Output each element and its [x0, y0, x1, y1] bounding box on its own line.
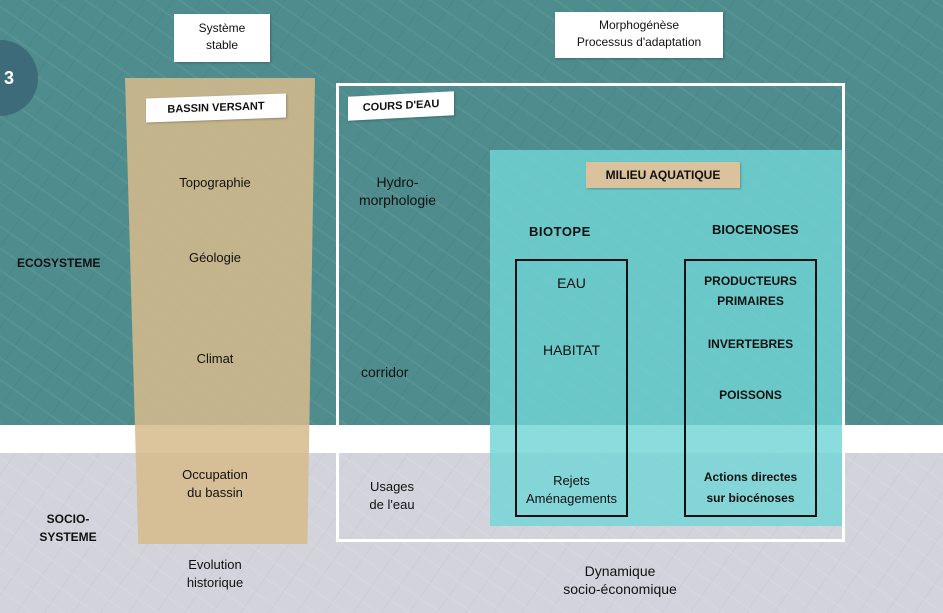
sociosysteme-line1: SOCIO-	[46, 512, 90, 526]
systeme-stable-box: Système stable	[174, 14, 270, 62]
corridor-label: corridor	[361, 364, 409, 380]
topographie-label: Topographie	[179, 175, 251, 190]
biocenoses-box	[684, 259, 817, 517]
morphogenese-line2: Processus d'adaptation	[576, 35, 702, 49]
actions-line1: Actions directes	[703, 470, 798, 484]
sociosysteme-line2: SYSTEME	[39, 530, 97, 544]
hydromorphologie-label: Hydro- morphologie	[350, 173, 445, 209]
geologie-label: Géologie	[188, 250, 242, 265]
biocenoses-title: BIOCENOSES	[712, 222, 799, 237]
biotope-title: BIOTOPE	[529, 224, 591, 239]
rejets-line1: Rejets	[553, 473, 590, 488]
sociosysteme-label: SOCIO- SYSTEME	[28, 510, 108, 546]
usages-eau-label: Usages de l'eau	[352, 478, 432, 514]
producteurs-line2: PRIMAIRES	[717, 294, 784, 308]
evolution-historique-label: Evolution historique	[150, 556, 280, 592]
rejets-line2: Aménagements	[525, 491, 618, 506]
biotope-box	[515, 259, 628, 517]
producteurs-line1: PRODUCTEURS	[704, 274, 797, 288]
occupation-line2: du bassin	[187, 485, 243, 500]
eau-label: EAU	[557, 275, 586, 291]
poissons-label: POISSONS	[719, 388, 782, 402]
bassin-versant-overlay	[125, 78, 315, 544]
invertebres-label: INVERTEBRES	[707, 337, 794, 351]
habitat-label: HABITAT	[542, 342, 601, 358]
usages-line2: de l'eau	[369, 497, 415, 512]
hydro-line2: morphologie	[358, 192, 437, 208]
occupation-line1: Occupation	[182, 467, 248, 482]
cours-eau-frame	[336, 83, 845, 542]
actions-line2: sur biocénoses	[706, 491, 795, 505]
occupation-bassin-label: Occupation du bassin	[150, 466, 280, 502]
evolution-line1: Evolution	[188, 557, 242, 572]
dynamique-line2: socio-économique	[563, 581, 677, 597]
actions-directes-label: Actions directes sur biocénoses	[688, 467, 813, 509]
morphogenese-line1: Morphogénèse	[598, 18, 680, 32]
slide-number: 3	[3, 67, 14, 88]
ecosysteme-label: ECOSYSTEME	[17, 256, 101, 270]
producteurs-primaires-label: PRODUCTEURS PRIMAIRES	[688, 271, 813, 311]
usages-line1: Usages	[369, 479, 415, 494]
bassin-versant-title: BASSIN VERSANT	[146, 93, 286, 123]
dynamique-socio-economique-label: Dynamique socio-économique	[540, 562, 700, 598]
milieu-aquatique-title: MILIEU AQUATIQUE	[586, 162, 740, 188]
hydro-line1: Hydro-	[376, 174, 419, 190]
morphogenese-box: Morphogénèse Processus d'adaptation	[555, 12, 723, 58]
rejets-amenagements-label: Rejets Aménagements	[510, 472, 633, 508]
systeme-stable-line1: Système	[198, 21, 246, 35]
evolution-line2: historique	[186, 575, 244, 590]
systeme-stable-line2: stable	[205, 38, 239, 52]
milieu-aquatique-overlay	[490, 150, 843, 526]
climat-label: Climat	[196, 351, 234, 366]
dynamique-line1: Dynamique	[584, 563, 656, 579]
